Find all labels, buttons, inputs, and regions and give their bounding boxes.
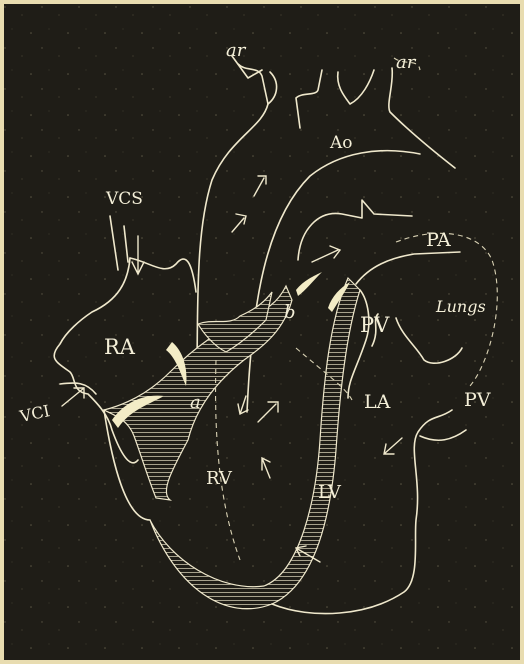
label-ar-right: ar bbox=[396, 52, 417, 73]
label-ra: RA bbox=[104, 335, 136, 359]
label-b: b bbox=[284, 302, 296, 323]
label-lungs: Lungs bbox=[435, 297, 486, 316]
label-a: a bbox=[190, 392, 201, 413]
label-la: LA bbox=[364, 391, 391, 413]
label-vcs: VCS bbox=[105, 189, 143, 209]
label-pv-right: PV bbox=[464, 389, 491, 411]
label-lv: LV bbox=[318, 482, 342, 503]
label-aorta: Ao bbox=[329, 133, 353, 153]
label-pa: PA bbox=[426, 229, 451, 251]
label-rv: RV bbox=[206, 468, 233, 489]
label-ar-left: ar bbox=[226, 40, 247, 61]
label-pv-left: PV bbox=[360, 313, 390, 337]
